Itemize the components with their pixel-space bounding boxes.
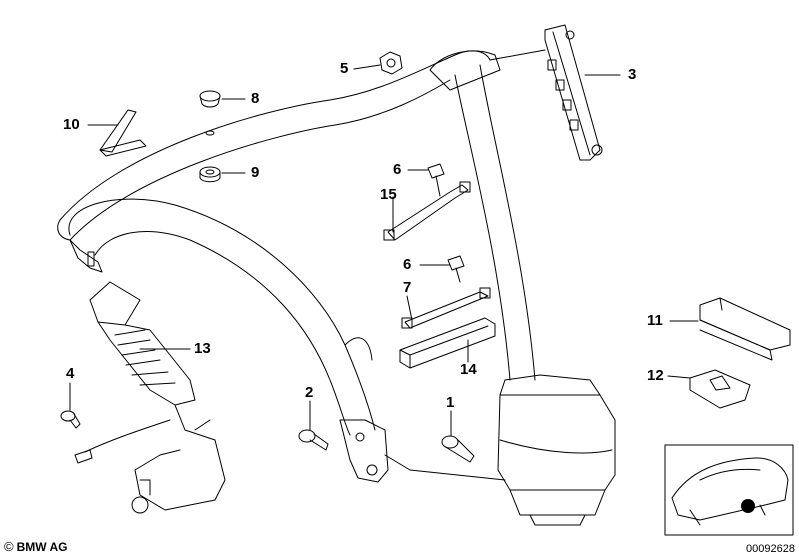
- end-tab: [69, 239, 103, 273]
- support-bracket-upper: [383, 181, 471, 241]
- callout-10: 10: [63, 116, 80, 133]
- screw-lower: [447, 255, 465, 283]
- callout-13: 13: [194, 340, 211, 357]
- spacer-ring: [199, 166, 221, 183]
- callout-14: 14: [460, 361, 477, 378]
- control-unit: [699, 297, 791, 361]
- callout-6-lower: 6: [403, 256, 412, 273]
- brand-label: BMW AG: [16, 539, 68, 554]
- leader-lines: [69, 64, 699, 437]
- height-adjuster-rail: [489, 24, 603, 161]
- callout-6-upper: 6: [393, 161, 402, 178]
- belt-webbing-upper: [57, 50, 491, 241]
- belt-webbing-lower: [68, 198, 376, 436]
- buckle-assembly: [89, 281, 226, 514]
- bolt-2: [298, 429, 329, 451]
- callout-2: 2: [305, 384, 314, 401]
- buckle-cable: [74, 419, 171, 464]
- callout-3: 3: [628, 66, 637, 83]
- copyright-symbol: ©: [4, 539, 14, 554]
- callout-5: 5: [340, 60, 349, 77]
- callout-12: 12: [647, 367, 664, 384]
- callout-11: 11: [647, 312, 663, 329]
- copyright: © BMW AG: [4, 539, 67, 554]
- bolt-4: [60, 410, 81, 429]
- bolt-1: [441, 435, 475, 463]
- retractor-assembly: [409, 50, 616, 526]
- floor-anchor-plate: [339, 419, 411, 483]
- support-bracket-lower: [401, 287, 491, 329]
- callout-7: 7: [403, 279, 412, 296]
- callout-1: 1: [446, 394, 455, 411]
- cover-cap: [199, 90, 221, 136]
- belt-guide: [399, 317, 496, 369]
- trim-clip: [99, 109, 147, 157]
- callout-4: 4: [66, 365, 75, 382]
- holder: [689, 369, 751, 409]
- screw-upper: [427, 163, 445, 197]
- nut: [379, 51, 403, 75]
- vehicle-inset: [664, 444, 794, 536]
- callout-9: 9: [251, 164, 260, 181]
- location-marker: [741, 499, 755, 513]
- callout-15: 15: [380, 186, 397, 203]
- document-number: 00092628: [746, 543, 795, 555]
- callout-8: 8: [251, 90, 260, 107]
